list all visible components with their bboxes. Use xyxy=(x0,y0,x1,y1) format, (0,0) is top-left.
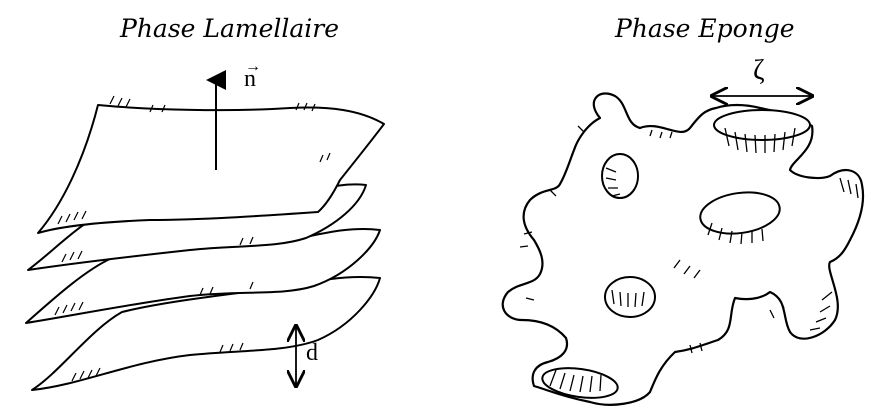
zeta-label: ζ xyxy=(753,55,765,87)
spacing-label: d xyxy=(306,340,318,367)
sponge-body xyxy=(503,93,863,404)
sponge-hole-top-right xyxy=(714,110,810,140)
lamellar-sheets xyxy=(26,105,384,390)
sponge-hole-upper-left xyxy=(602,154,638,198)
normal-vector-label: n xyxy=(244,66,256,93)
